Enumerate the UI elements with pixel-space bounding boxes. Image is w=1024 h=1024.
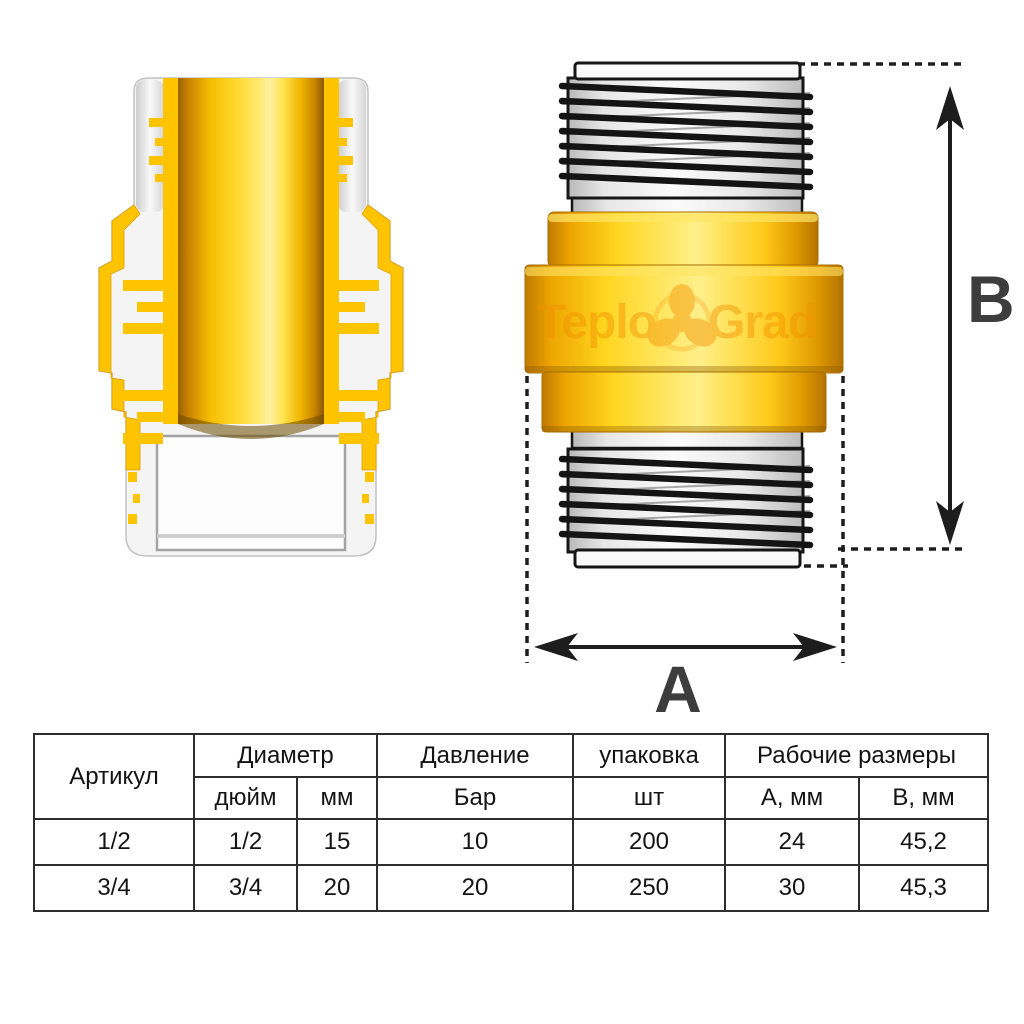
- gold-body: [524, 211, 844, 433]
- cell-pcs: 200: [572, 818, 726, 866]
- watermark: Teplo Grad: [537, 284, 817, 352]
- bottom-thread-section: [558, 447, 814, 569]
- header-diameter-inch: дюйм: [193, 776, 298, 820]
- header-pressure-unit: Бар: [376, 776, 574, 820]
- bottom-thread-cap: [573, 548, 802, 569]
- cup-interior: [155, 434, 347, 552]
- cell-bar: 20: [376, 864, 574, 912]
- bore-bottom-shadow: [178, 414, 324, 439]
- cell-inch: 1/2: [193, 818, 298, 866]
- table-header-row-2: дюйм мм Бар шт А, мм В, мм: [34, 776, 989, 820]
- dimension-label-a: A: [654, 652, 702, 726]
- extension-lines: [525, 62, 963, 663]
- top-thread-section: [558, 61, 814, 200]
- gold-lower-band: [541, 371, 827, 433]
- cell-mm: 20: [296, 864, 378, 912]
- header-article: Артикул: [33, 733, 195, 820]
- table-header-row-1: Артикул Диаметр Давление упаковка Рабочи…: [33, 733, 989, 820]
- dimension-annotations: B A: [525, 62, 1015, 726]
- cell-a-mm: 24: [724, 818, 860, 866]
- header-diameter: Диаметр: [193, 733, 378, 778]
- cell-bar: 10: [376, 818, 574, 866]
- flare-right: [361, 204, 404, 471]
- dimension-b-arrow: [936, 86, 964, 545]
- header-package-unit: шт: [572, 776, 726, 820]
- watermark-text-left: Teplo: [537, 296, 656, 349]
- spec-table: Артикул Диаметр Давление упаковка Рабочи…: [33, 733, 989, 912]
- bottom-smooth-ring: [570, 429, 804, 450]
- dimension-label-b: B: [967, 262, 1015, 336]
- teeth-combs: [123, 118, 379, 524]
- table-row: 1/2 1/2 15 10 200 24 45,2: [33, 818, 989, 866]
- cell-pcs: 250: [572, 864, 726, 912]
- header-diameter-mm: мм: [296, 776, 378, 820]
- cell-mm: 15: [296, 818, 378, 866]
- gold-bore: [178, 78, 324, 424]
- cross-section-view: [98, 77, 404, 557]
- thread-strip-left: [163, 78, 178, 424]
- header-package: упаковка: [572, 733, 726, 778]
- header-size-a: А, мм: [724, 776, 860, 820]
- header-size-b: В, мм: [858, 776, 989, 820]
- header-pressure: Давление: [376, 733, 574, 778]
- table-row: 3/4 3/4 20 20 250 30 45,3: [33, 864, 989, 912]
- header-work-sizes: Рабочие размеры: [724, 733, 989, 778]
- top-thread-cap: [573, 61, 802, 81]
- spec-table-container: Артикул Диаметр Давление упаковка Рабочи…: [33, 733, 989, 912]
- external-view: Teplo Grad: [524, 61, 844, 569]
- flare-left: [98, 204, 141, 471]
- cell-article: 1/2: [33, 818, 195, 866]
- dimension-a-arrow: [534, 633, 837, 661]
- fan-icon: [647, 284, 717, 352]
- watermark-text-right: Grad: [708, 296, 816, 349]
- cell-b-mm: 45,2: [858, 818, 989, 866]
- fitting-diagram: Teplo Grad: [98, 61, 1015, 726]
- cell-article: 3/4: [33, 864, 195, 912]
- cell-inch: 3/4: [193, 864, 298, 912]
- cell-a-mm: 30: [724, 864, 860, 912]
- cell-b-mm: 45,3: [858, 864, 989, 912]
- cup-shade-line: [157, 534, 345, 538]
- thread-strip-right: [324, 78, 339, 424]
